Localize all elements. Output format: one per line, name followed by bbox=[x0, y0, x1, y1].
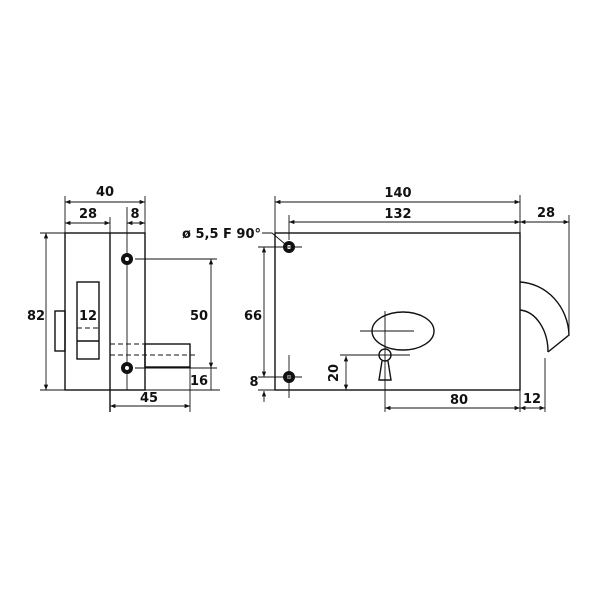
front-view: 140 132 28 66 8 20 80 12 ø 5,5 F 90° bbox=[182, 186, 570, 412]
callout-leader bbox=[262, 232, 286, 245]
dim-8-offset: 8 bbox=[249, 375, 258, 390]
dim-132: 132 bbox=[384, 207, 411, 222]
side-view: 12 40 28 8 82 50 16 45 bbox=[27, 185, 220, 412]
front-body bbox=[274, 232, 521, 391]
curved-bolt bbox=[519, 281, 570, 353]
dim-12: 12 bbox=[523, 392, 541, 407]
dim-40: 40 bbox=[96, 185, 114, 200]
hole-callout: ø 5,5 F 90° bbox=[182, 227, 261, 242]
dim-20: 20 bbox=[327, 364, 342, 382]
side-inner-rect bbox=[76, 281, 100, 360]
side-knob bbox=[54, 310, 66, 352]
dim-82: 82 bbox=[27, 309, 45, 324]
dim-45: 45 bbox=[140, 391, 158, 406]
inner-label: 12 bbox=[79, 309, 97, 324]
dim-80: 80 bbox=[450, 393, 468, 408]
dim-28-throw: 28 bbox=[537, 206, 555, 221]
dim-28: 28 bbox=[79, 207, 97, 222]
dim-8: 8 bbox=[130, 207, 139, 222]
dim-50: 50 bbox=[190, 309, 208, 324]
dim-66: 66 bbox=[244, 309, 262, 324]
screw-hole-icon bbox=[121, 253, 133, 265]
dim-140: 140 bbox=[384, 186, 411, 201]
screw-hole-icon bbox=[121, 362, 133, 374]
dim-16: 16 bbox=[190, 374, 208, 389]
